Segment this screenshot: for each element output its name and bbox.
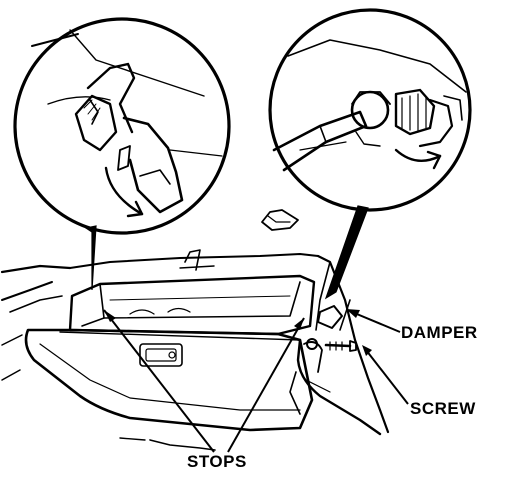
damper-leader-line <box>346 309 401 333</box>
console-clip <box>261 209 299 231</box>
right-detail-circle <box>268 8 472 212</box>
dashboard-outline <box>0 253 390 451</box>
screw-label: SCREW <box>410 399 476 418</box>
left-detail-circle <box>13 17 231 235</box>
right-callout-pointer <box>324 205 369 300</box>
stops-label: STOPS <box>187 452 247 471</box>
damper-label: DAMPER <box>401 323 478 342</box>
left-callout-pointer <box>84 225 97 291</box>
screw-leader-line <box>362 345 409 405</box>
damper-assembly <box>289 299 382 436</box>
glovebox-door <box>24 328 314 432</box>
stops-leader-lines <box>103 309 305 453</box>
screw-part <box>324 340 357 352</box>
